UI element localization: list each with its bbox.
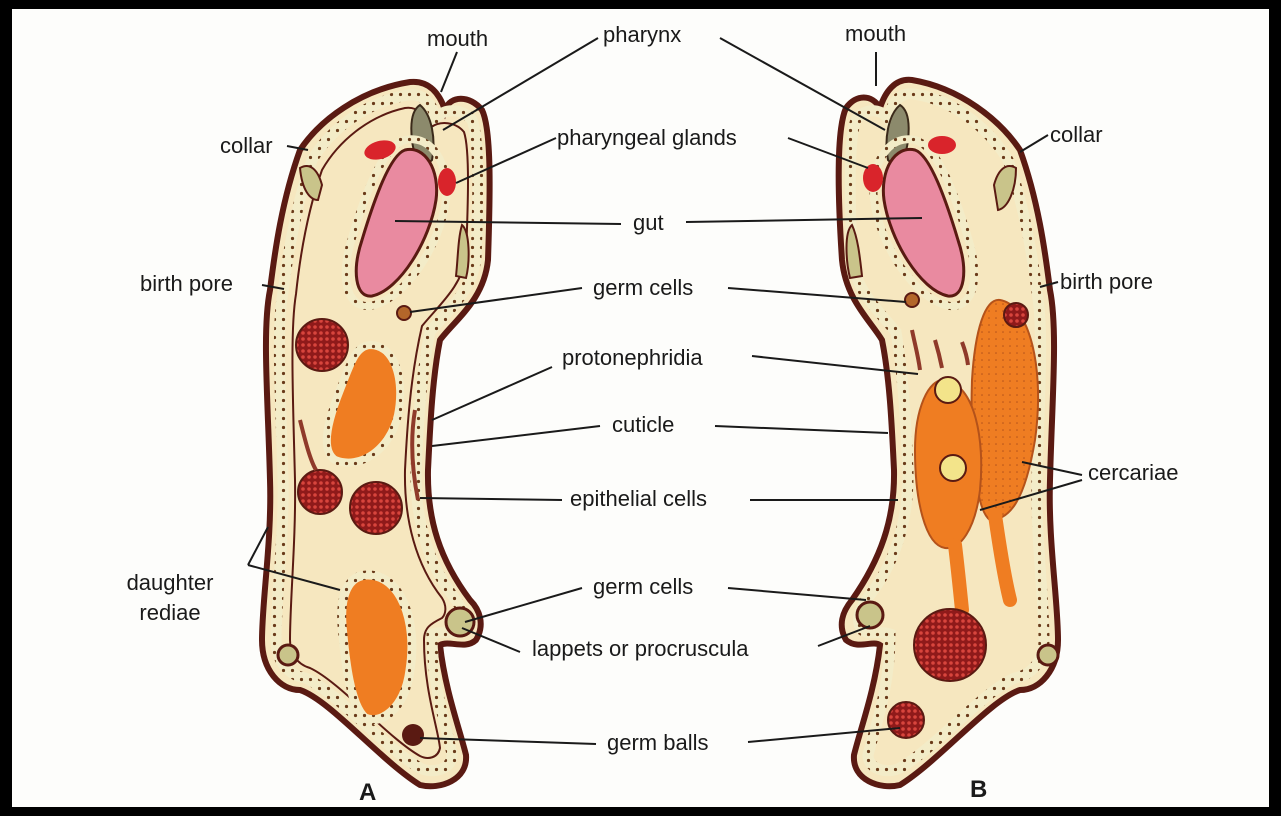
redia-b-lappet-2 xyxy=(1038,645,1058,665)
label-cercariae: cercariae xyxy=(1088,462,1178,484)
redia-b-germ-ball-1 xyxy=(914,609,986,681)
label-daughter-rediae-line2: rediae xyxy=(110,598,230,628)
label-mouth-a: mouth xyxy=(427,28,488,50)
redia-a-daughter-redia-2 xyxy=(342,575,412,720)
label-figure-a: A xyxy=(359,781,376,805)
redia-b-lappet xyxy=(857,602,883,628)
redia-b-cercaria-ventral-sucker xyxy=(940,455,966,481)
redia-b-germ-ball-2 xyxy=(888,702,924,738)
redia-b-germ-ball-3 xyxy=(1004,303,1028,327)
label-figure-b: B xyxy=(970,778,987,802)
redia-a xyxy=(262,82,490,786)
label-germ-cells-top: germ cells xyxy=(593,277,693,299)
label-mouth-b: mouth xyxy=(845,23,906,45)
label-daughter-rediae: daughter rediae xyxy=(110,568,230,627)
label-birth-pore-a: birth pore xyxy=(140,273,233,295)
label-germ-balls: germ balls xyxy=(607,732,708,754)
redia-a-pharyngeal-gland-2 xyxy=(438,168,456,196)
redia-a-germ-ball-2 xyxy=(298,470,342,514)
label-cuticle: cuticle xyxy=(612,414,674,436)
label-lappets: lappets or procruscula xyxy=(532,638,748,660)
label-protonephridia: protonephridia xyxy=(562,347,703,369)
label-birth-pore-b: birth pore xyxy=(1060,271,1153,293)
redia-a-lappet-2 xyxy=(278,645,298,665)
label-epithelial-cells: epithelial cells xyxy=(570,488,707,510)
label-collar-a: collar xyxy=(220,135,273,157)
redia-a-germ-ball-3 xyxy=(350,482,402,534)
label-pharyngeal-glands: pharyngeal glands xyxy=(557,127,737,149)
redia-a-germ-ball-1 xyxy=(296,319,348,371)
label-germ-cells-bottom: germ cells xyxy=(593,576,693,598)
redia-b-cercaria-2-tail xyxy=(955,545,962,610)
label-collar-b: collar xyxy=(1050,124,1103,146)
redia-a-germ-cell xyxy=(397,306,411,320)
redia-a-germ-ball-bottom xyxy=(402,724,424,746)
redia-b-pharyngeal-gland-1 xyxy=(928,136,956,154)
label-pharynx: pharynx xyxy=(603,24,681,46)
redia-b-germ-cell xyxy=(905,293,919,307)
label-daughter-rediae-line1: daughter xyxy=(110,568,230,598)
redia-b-cercaria-oral-sucker xyxy=(935,377,961,403)
label-gut: gut xyxy=(633,212,664,234)
